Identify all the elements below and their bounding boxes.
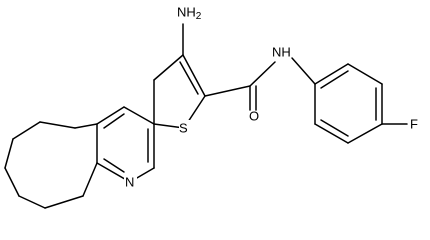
fluorine-label: F (410, 117, 418, 132)
pyridine-ring (96, 106, 155, 183)
amino-subscript: 2 (196, 11, 202, 22)
cyclooctane-ring (4, 121, 98, 209)
atom-label-amino: NH2 (177, 5, 202, 22)
atom-label-fluorine: F (410, 117, 418, 132)
ring-nitrogen-label: N (125, 175, 134, 190)
sulfur-label: S (179, 121, 188, 136)
atom-label-sulfur: S (179, 120, 191, 136)
atom-label-oxygen: O (249, 109, 259, 124)
thiophene-ring (153, 54, 206, 129)
atom-label-amide-nh: NH (272, 45, 291, 60)
structure-canvas: NH2 S N O NH F (4, 5, 418, 209)
fluorophenyl-ring (314, 63, 408, 144)
carboxamide-group (204, 57, 316, 111)
atom-label-ring-nitrogen: N (124, 174, 137, 190)
oxygen-label: O (249, 109, 259, 124)
amino-label: NH2 (177, 5, 202, 22)
amide-nh-label: NH (272, 45, 291, 60)
chemical-structure: NH2 S N O NH F (4, 5, 418, 209)
